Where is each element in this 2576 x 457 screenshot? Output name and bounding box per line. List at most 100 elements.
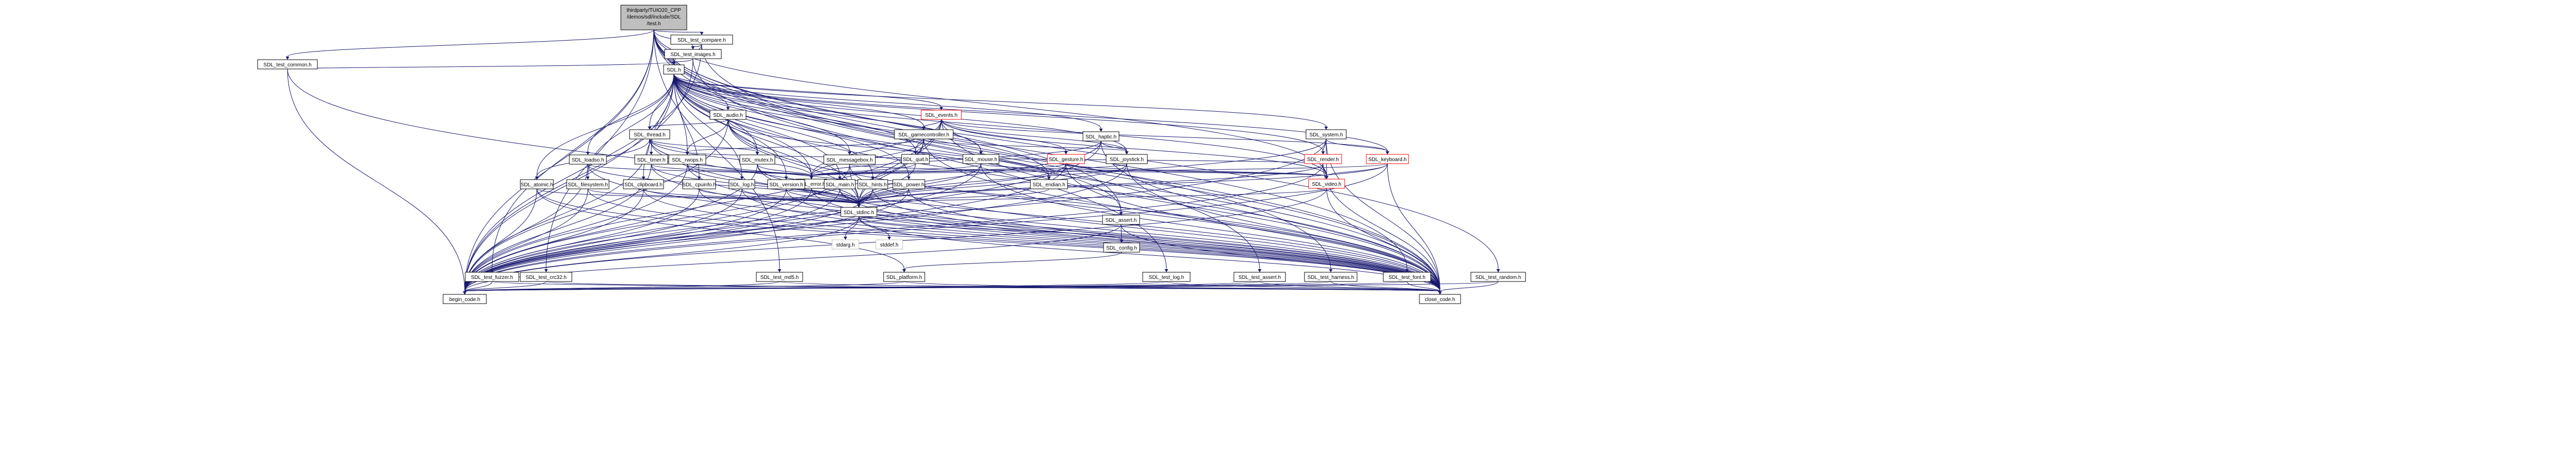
node-label: SDL_thread.h	[634, 132, 666, 138]
node-timer[interactable]: SDL_timer.h	[634, 154, 668, 165]
node-label: SDL_rwops.h	[672, 157, 703, 163]
node-label: SDL_test_assert.h	[1239, 275, 1281, 280]
node-label-line: /test.h	[647, 21, 660, 27]
node-main[interactable]: SDL_main.h	[824, 179, 856, 189]
node-version[interactable]: SDL_version.h	[767, 179, 805, 189]
node-hints[interactable]: SDL_hints.h	[857, 179, 888, 189]
node-mouse[interactable]: SDL_mouse.h	[962, 154, 999, 164]
node-label: SDL_video.h	[1312, 182, 1341, 187]
node-label: SDL_test_log.h	[1149, 275, 1184, 280]
node-test-harness[interactable]: SDL_test_harness.h	[1304, 272, 1358, 282]
node-stddef[interactable]: stddef.h	[875, 239, 903, 250]
edge-root-to-test_md5	[653, 29, 782, 272]
node-assert[interactable]: SDL_assert.h	[1102, 215, 1140, 225]
node-render[interactable]: SDL_render.h	[1304, 154, 1342, 164]
node-stdinc[interactable]: SDL_stdinc.h	[840, 207, 877, 217]
node-cpuinfo[interactable]: SDL_cpuinfo.h	[682, 179, 716, 189]
node-label: SDL_keyboard.h	[1368, 157, 1407, 163]
edge-events-to-gamecontroller	[922, 119, 942, 130]
node-test-log[interactable]: SDL_test_log.h	[1142, 272, 1191, 282]
node-audio[interactable]: SDL_audio.h	[709, 110, 747, 120]
node-gamecontroller[interactable]: SDL_gamecontroller.h	[894, 129, 954, 139]
node-label: stddef.h	[880, 242, 899, 248]
node-loadso[interactable]: SDL_loadso.h	[569, 154, 607, 165]
node-root[interactable]: thirdparty/TUIO20_CPP/demos/sdl/include/…	[620, 5, 687, 30]
edge-test_compare-to-test_images	[691, 44, 702, 49]
node-label: SDL_log.h	[730, 182, 754, 188]
node-joystick[interactable]: SDL_joystick.h	[1106, 154, 1148, 164]
node-label: SDL.h	[667, 67, 681, 73]
node-label: SDL_endian.h	[1032, 182, 1065, 188]
node-test-random[interactable]: SDL_test_random.h	[1470, 272, 1526, 282]
edge-test_common-to-sdl	[287, 61, 676, 69]
node-clipboard[interactable]: SDL_clipboard.h	[623, 179, 664, 189]
node-mutex[interactable]: SDL_mutex.h	[739, 154, 775, 165]
node-label: SDL_cpuinfo.h	[682, 182, 716, 188]
node-quit[interactable]: SDL_quit.h	[901, 154, 930, 164]
node-haptic[interactable]: SDL_haptic.h	[1082, 131, 1120, 142]
node-test-assert[interactable]: SDL_test_assert.h	[1233, 272, 1286, 282]
edge-test_compare-to-begin_code	[463, 44, 702, 294]
node-label: SDL_error.h	[798, 182, 825, 187]
node-rwops[interactable]: SDL_rwops.h	[668, 154, 706, 165]
node-test-font[interactable]: SDL_test_font.h	[1383, 272, 1431, 282]
node-test-compare[interactable]: SDL_test_compare.h	[670, 34, 733, 45]
node-label: SDL_timer.h	[637, 157, 665, 163]
edge-audio-to-mutex	[727, 119, 759, 155]
node-label: SDL_filesystem.h	[568, 182, 608, 188]
node-messagebox[interactable]: SDL_messagebox.h	[823, 154, 876, 165]
node-gesture[interactable]: SDL_gesture.h	[1047, 154, 1085, 164]
node-test-common[interactable]: SDL_test_common.h	[257, 59, 318, 69]
node-label: SDL_events.h	[925, 113, 958, 118]
edge-stdinc-to-stdarg	[843, 216, 859, 240]
node-label: SDL_stdinc.h	[843, 210, 874, 216]
edge-test_images-to-sdl	[672, 58, 693, 65]
node-test-crc32[interactable]: SDL_test_crc32.h	[520, 272, 572, 282]
edge-config-to-platform	[902, 252, 1122, 272]
node-label: SDL_mutex.h	[742, 157, 773, 163]
node-config[interactable]: SDL_config.h	[1103, 242, 1140, 253]
node-label: SDL_platform.h	[886, 275, 922, 280]
edge-test_random-to-close_code	[1438, 281, 1499, 294]
node-events[interactable]: SDL_events.h	[921, 110, 962, 120]
edge-root-to-test_crc32	[544, 29, 654, 272]
node-label: SDL_test_random.h	[1476, 275, 1521, 280]
node-stdarg[interactable]: stdarg.h	[832, 239, 859, 250]
node-label: SDL_clipboard.h	[624, 182, 663, 188]
node-platform[interactable]: SDL_platform.h	[883, 272, 925, 282]
node-thread[interactable]: SDL_thread.h	[629, 129, 670, 139]
node-label: SDL_audio.h	[713, 113, 743, 118]
node-label: SDL_gesture.h	[1049, 157, 1083, 163]
node-label: SDL_quit.h	[903, 157, 928, 163]
edge-gamecontroller-to-rwops	[685, 138, 924, 155]
node-endian[interactable]: SDL_endian.h	[1030, 179, 1068, 189]
node-label: SDL_test_md5.h	[760, 275, 799, 280]
edge-root-to-begin_code	[463, 29, 654, 294]
node-log[interactable]: SDL_log.h	[728, 179, 755, 189]
node-label: SDL_test_common.h	[263, 62, 311, 68]
edge-test_assert-to-close_code	[1259, 281, 1442, 294]
edge-render-to-rwops	[685, 151, 1324, 164]
node-filesystem[interactable]: SDL_filesystem.h	[566, 179, 609, 189]
file-nodes: thirdparty/TUIO20_CPP/demos/sdl/include/…	[257, 5, 1526, 304]
edge-sdl-to-messagebox	[673, 74, 852, 155]
node-power[interactable]: SDL_power.h	[892, 179, 925, 189]
edge-gamecontroller-to-close_code	[923, 138, 1442, 294]
node-test-md5[interactable]: SDL_test_md5.h	[756, 272, 803, 282]
node-begin-code[interactable]: begin_code.h	[443, 294, 487, 304]
node-atomic[interactable]: SDL_atomic.h	[520, 179, 554, 189]
node-keyboard[interactable]: SDL_keyboard.h	[1366, 154, 1409, 164]
node-system[interactable]: SDL_system.h	[1306, 129, 1347, 139]
node-label: begin_code.h	[449, 297, 480, 303]
node-test-fuzzer[interactable]: SDL_test_fuzzer.h	[465, 272, 519, 282]
edge-sdl-to-events	[673, 74, 943, 110]
node-test-images[interactable]: SDL_test_images.h	[664, 49, 722, 59]
edge-events-to-mouse	[941, 119, 983, 154]
node-label: SDL_power.h	[893, 182, 924, 188]
node-label: SDL_main.h	[825, 182, 854, 188]
node-video[interactable]: SDL_video.h	[1308, 179, 1345, 189]
node-close-code[interactable]: close_code.h	[1419, 294, 1461, 304]
node-sdl[interactable]: SDL.h	[663, 64, 685, 75]
node-label: SDL_gamecontroller.h	[899, 132, 950, 138]
